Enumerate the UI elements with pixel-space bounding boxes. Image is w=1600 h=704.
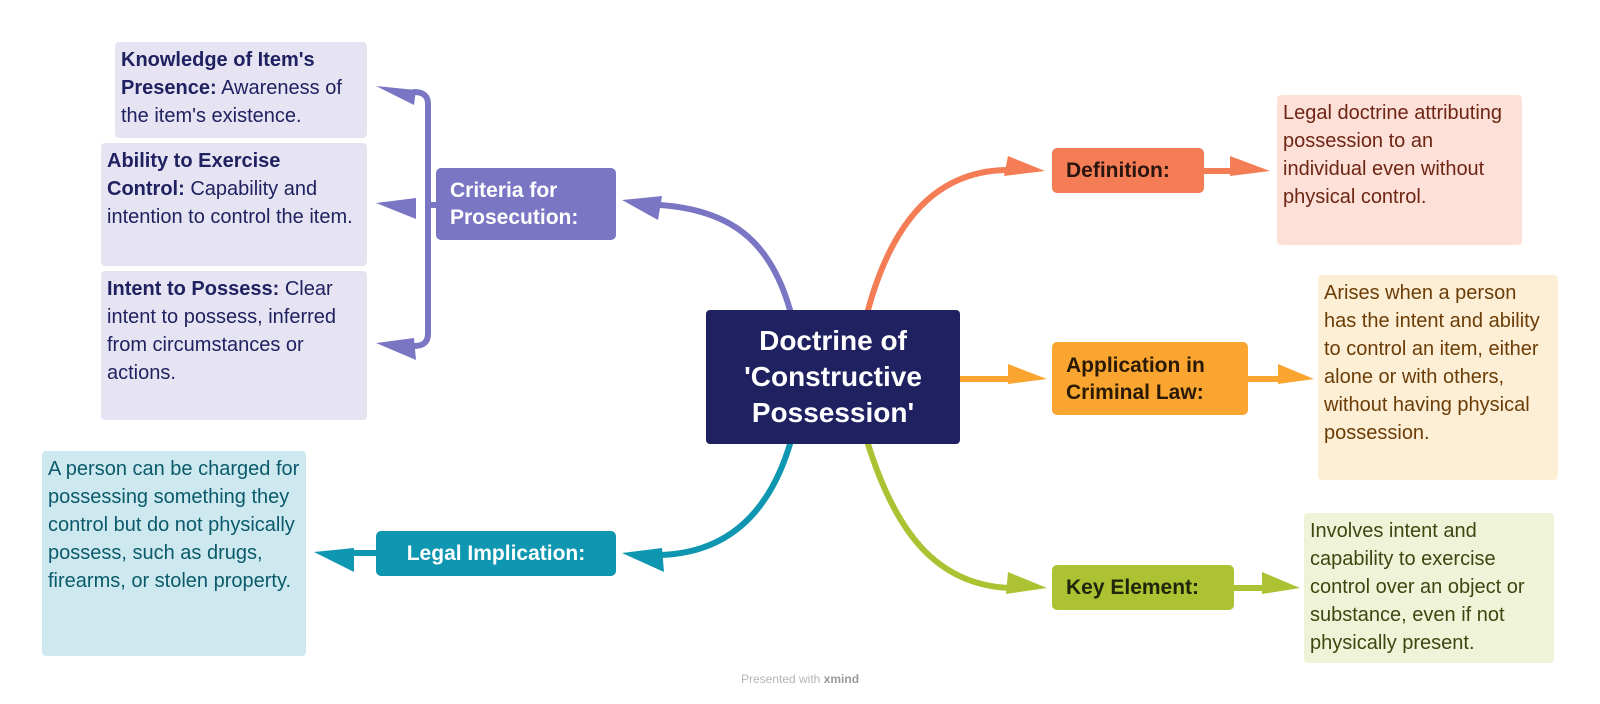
leaf-text: Arises when a person has the intent and … [1324,282,1540,444]
connector-criteria [657,202,793,313]
leaf-key-element[interactable]: Involves intent and capability to exerci… [1304,513,1554,663]
arrowhead-application-leaf [1278,364,1314,384]
central-topic-line: 'Constructive [744,361,922,392]
bracket-criteria [411,89,431,349]
connector-definition [865,167,1008,313]
branch-label: Legal Implication: [406,542,586,565]
arrowhead-application [1008,364,1047,384]
leaf-application-in-criminal-law[interactable]: Arises when a person has the intent and … [1318,275,1558,480]
leaf-text: Legal doctrine attributing possession to… [1283,102,1503,208]
leaf-text: Involves intent and capability to exerci… [1310,520,1525,654]
leaf-heading: Knowledge of Item's Presence: [121,49,315,99]
leaf-ability-to-exercise-control[interactable]: Ability to Exercise Control: Capability … [101,143,367,266]
branch-definition[interactable]: Definition: [1052,148,1204,193]
arrowhead-definition [1004,156,1045,176]
branch-criteria-for-prosecution[interactable]: Criteria for Prosecution: [436,168,616,240]
leaf-text: A person can be charged for possessing s… [48,458,300,592]
connector-legal [657,441,793,558]
branch-application-in-criminal-law[interactable]: Application in Criminal Law: [1052,342,1248,415]
arrowhead-knowledge [376,86,416,105]
leaf-heading: Intent to Possess: [107,278,280,300]
branch-label: Definition: [1066,159,1170,182]
arrowhead-legal-leaf [314,548,354,572]
central-topic[interactable]: Doctrine of 'Constructive Possession' [706,310,960,444]
leaf-definition[interactable]: Legal doctrine attributing possession to… [1277,95,1522,245]
branch-label: Application in Criminal Law: [1066,353,1205,404]
leaf-text: Capability and intention to control the … [107,178,353,228]
leaf-legal-implication[interactable]: A person can be charged for possessing s… [42,451,306,656]
branch-label: Criteria for Prosecution: [450,179,579,229]
connector-key-element [865,441,1013,591]
branch-key-element[interactable]: Key Element: [1052,565,1234,610]
leaf-knowledge-of-items-presence[interactable]: Knowledge of Item's Presence: Awareness … [115,42,367,138]
branch-legal-implication[interactable]: Legal Implication: [376,531,616,576]
leaf-text: Awareness of the item's existence. [121,77,342,127]
leaf-heading: Ability to Exercise Control: [107,150,281,200]
footer-credit: Presented with xmind [0,672,1600,686]
arrowhead-ability [376,198,416,219]
arrowhead-definition-leaf [1230,156,1270,176]
central-topic-text: Doctrine of 'Constructive Possession' [744,323,922,431]
central-topic-line: Doctrine of [759,325,907,356]
arrowhead-criteria [622,196,662,220]
leaf-intent-to-possess[interactable]: Intent to Possess: Clear intent to posse… [101,271,367,420]
central-topic-line: Possession' [751,397,915,428]
arrowhead-intent [376,338,416,360]
arrowhead-key-element [1006,572,1047,594]
arrowhead-key-element-leaf [1262,572,1300,594]
footer-brand: xmind [823,672,860,686]
branch-label: Key Element: [1066,576,1200,599]
leaf-text: Clear intent to possess, inferred from c… [107,278,337,384]
arrowhead-legal [622,548,664,572]
footer-prefix: Presented with [740,672,824,686]
